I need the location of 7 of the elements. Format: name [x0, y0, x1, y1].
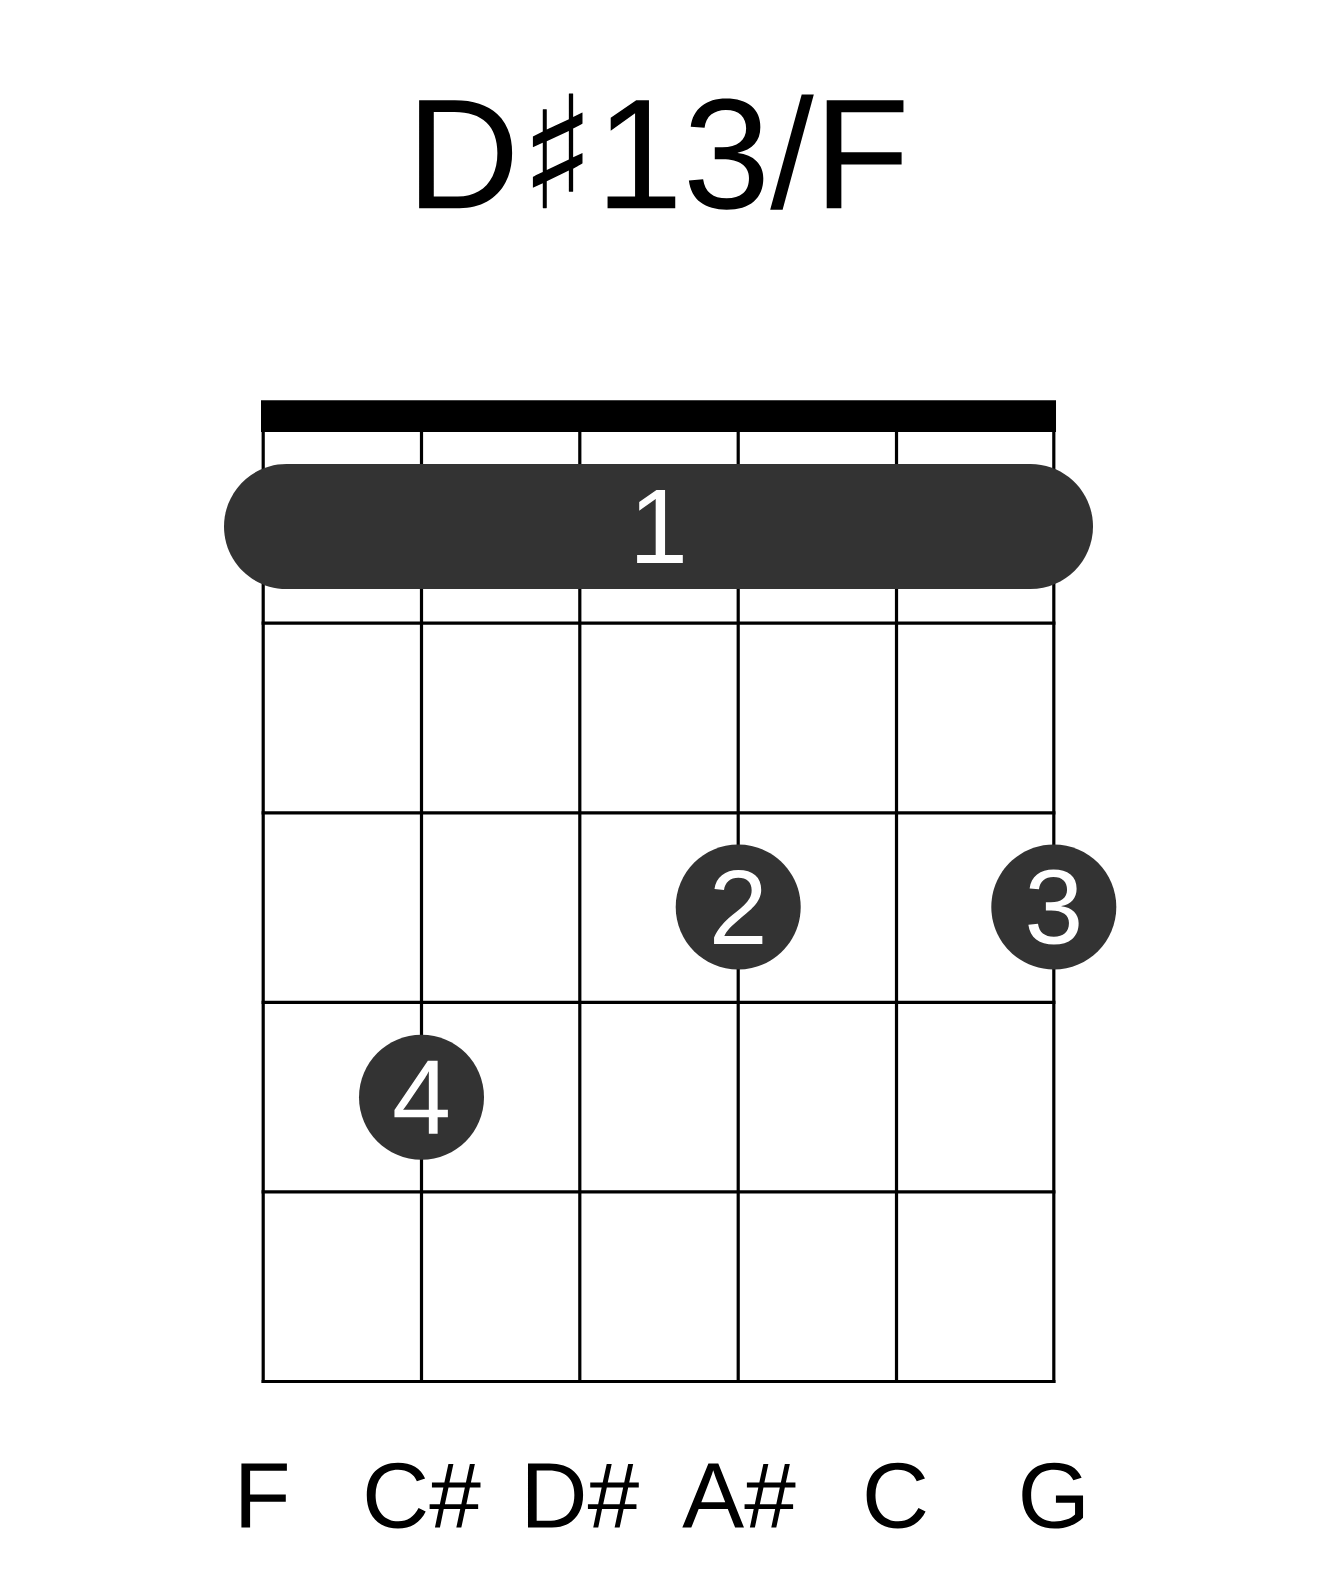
note-label: C: [866, 1462, 926, 1529]
note-label: C#: [366, 1462, 481, 1529]
chord-title: D♯13/F: [419, 93, 904, 210]
note-label: F: [241, 1463, 287, 1528]
note-label: G: [1022, 1462, 1084, 1529]
note-label: A#: [682, 1463, 796, 1528]
note-label: D#: [528, 1463, 639, 1528]
